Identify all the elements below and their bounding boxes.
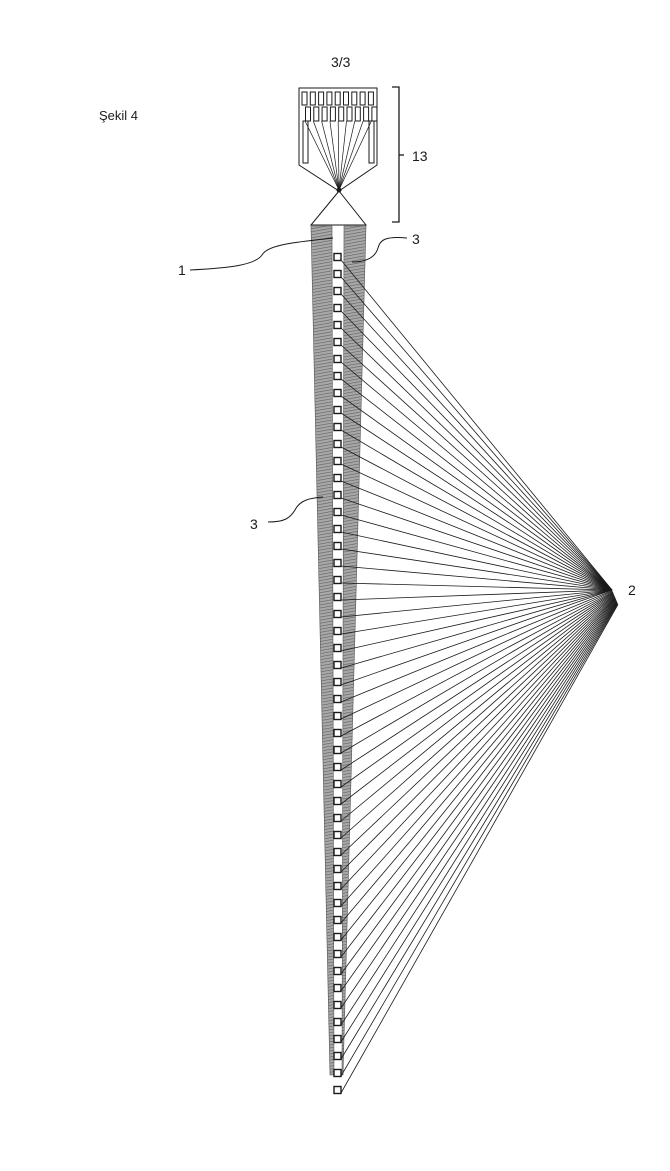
element-square — [333, 507, 342, 517]
element-square — [333, 932, 342, 942]
label-connector: 13 — [412, 148, 428, 164]
element-square — [333, 405, 342, 415]
element-square — [333, 1017, 342, 1027]
element-square — [333, 456, 342, 466]
element-square — [333, 354, 342, 364]
element-square — [333, 490, 342, 500]
connector-icon — [298, 87, 378, 226]
element-square — [333, 473, 342, 483]
element-square — [333, 439, 342, 449]
element-square — [333, 1068, 342, 1078]
element-square — [333, 558, 342, 568]
element-square — [333, 252, 342, 262]
ray-lines-icon — [340, 259, 619, 1094]
label-shielding-top: 3 — [412, 231, 420, 247]
bracket-icon — [392, 86, 404, 223]
element-square — [333, 983, 342, 993]
element-square — [333, 1051, 342, 1061]
element-square — [333, 830, 342, 840]
element-square — [333, 592, 342, 602]
element-square — [333, 864, 342, 874]
element-square — [333, 1085, 342, 1095]
element-square — [333, 1034, 342, 1044]
element-square — [333, 320, 342, 330]
element-square — [333, 711, 342, 721]
element-square — [333, 881, 342, 891]
element-square — [333, 1000, 342, 1010]
element-square — [333, 677, 342, 687]
element-square — [333, 626, 342, 636]
element-square — [333, 286, 342, 296]
element-square — [333, 609, 342, 619]
element-square — [333, 779, 342, 789]
element-square — [333, 694, 342, 704]
element-square — [333, 813, 342, 823]
element-square — [333, 388, 342, 398]
shielding-hatched-icon — [310, 225, 367, 1076]
element-square — [333, 728, 342, 738]
figure-title: Şekil 4 — [99, 108, 139, 123]
element-square — [333, 949, 342, 959]
element-square — [333, 643, 342, 653]
element-square — [333, 966, 342, 976]
element-square — [333, 847, 342, 857]
element-square — [333, 915, 342, 925]
element-square — [333, 745, 342, 755]
element-square — [333, 303, 342, 313]
element-square — [333, 269, 342, 279]
element-square — [333, 371, 342, 381]
element-square — [333, 541, 342, 551]
page-number: 3/3 — [331, 54, 351, 70]
label-array: 1 — [178, 262, 186, 278]
element-array-icon — [333, 252, 342, 1095]
label-shielding-left: 3 — [250, 516, 258, 532]
element-square — [333, 796, 342, 806]
element-square — [333, 422, 342, 432]
element-square — [333, 660, 342, 670]
element-square — [333, 762, 342, 772]
element-square — [333, 524, 342, 534]
element-square — [333, 575, 342, 585]
label-focal-point: 2 — [628, 582, 636, 598]
element-square — [333, 337, 342, 347]
element-square — [333, 898, 342, 908]
leader-lines-icon — [189, 237, 408, 523]
